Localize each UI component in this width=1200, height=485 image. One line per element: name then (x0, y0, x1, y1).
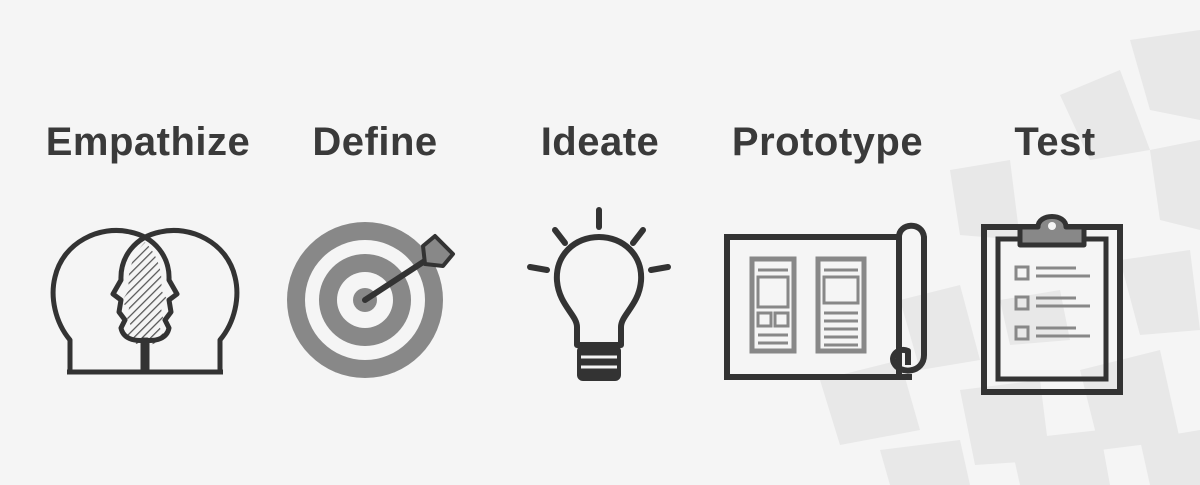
step-label-prototype: Prototype (731, 120, 924, 164)
target-arrow-icon (287, 222, 455, 378)
step-label-empathize: Empathize (45, 120, 251, 164)
blueprint-scroll-icon (724, 222, 927, 380)
clipboard-checklist-icon (981, 214, 1123, 395)
lightbulb-icon (527, 207, 671, 381)
step-label-define: Define (312, 120, 438, 164)
two-heads-icon (50, 228, 240, 375)
step-label-test: Test (1014, 120, 1096, 164)
step-label-ideate: Ideate (540, 120, 660, 164)
